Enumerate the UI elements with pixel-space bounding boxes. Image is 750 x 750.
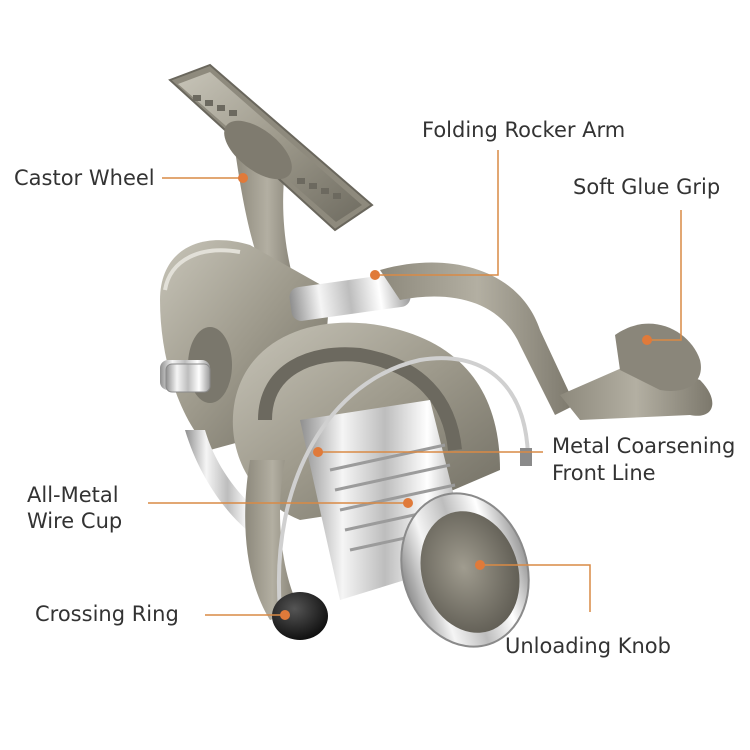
spool	[300, 400, 530, 648]
crank-arm	[289, 262, 713, 420]
callout-wire-cup-line2: Wire Cup	[27, 509, 123, 533]
callout-metal-coarsening-line1: Metal Coarsening	[552, 434, 736, 458]
unloading-knob-dot	[475, 560, 485, 570]
side-adjust-knob	[165, 363, 211, 393]
metal-coarsening-dot	[313, 447, 323, 457]
callout-soft-glue-grip: Soft Glue Grip	[573, 175, 721, 199]
callout-castor-wheel: Castor Wheel	[14, 166, 155, 190]
wire-cup-dot	[403, 498, 413, 508]
callout-unloading-knob: Unloading Knob	[505, 634, 671, 658]
callout-lines	[148, 150, 682, 616]
reel-foot-handle	[168, 63, 374, 300]
unloading-knob-line	[480, 564, 591, 612]
crossing-ring-knob	[272, 592, 328, 640]
callout-dots	[238, 173, 652, 620]
bail-wire	[276, 356, 530, 611]
callout-wire-cup-line1: All-Metal	[27, 483, 119, 507]
callout-folding-rocker-arm: Folding Rocker Arm	[422, 118, 626, 142]
line-roller	[520, 448, 532, 466]
soft-glue-grip-line	[647, 210, 682, 341]
folding-rocker-arm-dot	[370, 270, 380, 280]
folding-rocker-arm-line	[375, 150, 499, 276]
castor-wheel-dot	[238, 173, 248, 183]
crossing-ring-dot	[280, 610, 290, 620]
callout-crossing-ring: Crossing Ring	[35, 602, 179, 626]
callout-metal-coarsening-line2: Front Line	[552, 461, 656, 485]
soft-glue-grip-dot	[642, 335, 652, 345]
